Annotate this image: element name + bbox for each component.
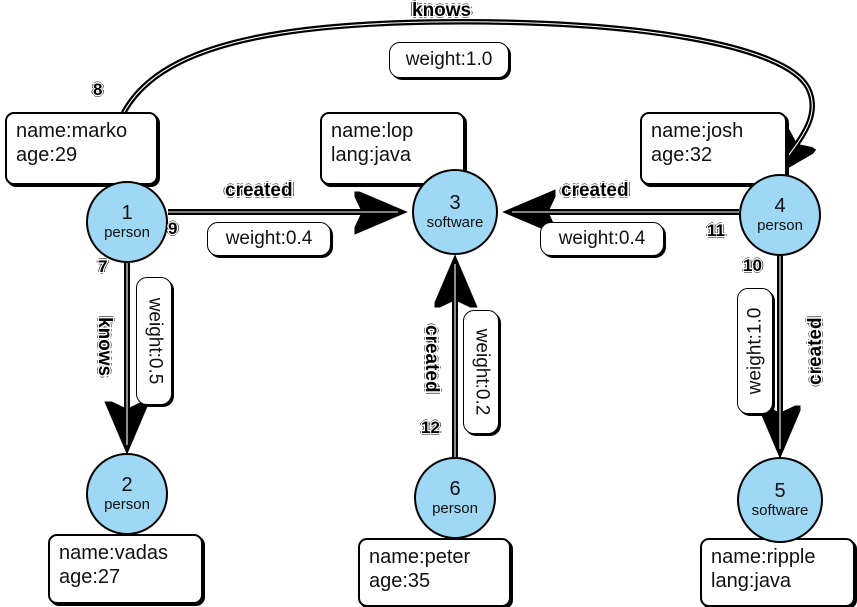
edge-weight-text: weight:0.2	[471, 328, 492, 416]
vertex-id: 2	[121, 474, 133, 497]
edge-label-knows-left: knows	[94, 317, 116, 377]
edge-id-8: 8	[93, 80, 103, 99]
edge-label-created-middle: created	[421, 325, 443, 393]
edge-id-10: 10	[743, 256, 762, 275]
edge-weight-text: weight:0.5	[144, 297, 165, 385]
edge-label-created-left: created	[225, 180, 293, 202]
vertex-3[interactable]: 3 software	[412, 169, 498, 255]
vertex-2[interactable]: 2 person	[86, 453, 168, 535]
property-box-vertex-6: name:peter age:35	[358, 538, 511, 607]
edge-weight-pill-12: weight:0.2	[463, 310, 499, 434]
edge-8-knows-path	[108, 19, 812, 186]
edge-weight-text: weight:1.0	[744, 307, 765, 395]
vertex-4[interactable]: 4 person	[739, 174, 821, 256]
edge-weight-pill-10: weight:1.0	[737, 288, 773, 414]
edge-weight-pill-11: weight:0.4	[540, 222, 664, 256]
edge-weight-pill-8: weight:1.0	[389, 42, 509, 78]
property-age: age:29	[16, 144, 78, 167]
edge-id-7: 7	[98, 257, 108, 276]
edge-weight-pill-9: weight:0.4	[207, 222, 331, 256]
property-lang: lang:java	[711, 570, 792, 593]
property-box-vertex-1: name:marko age:29	[5, 112, 158, 185]
property-age: age:35	[369, 570, 431, 593]
vertex-id: 3	[449, 192, 461, 215]
property-name: name:marko	[16, 120, 128, 142]
vertex-1[interactable]: 1 person	[86, 181, 168, 263]
vertex-label: person	[104, 223, 150, 241]
vertex-label: software	[751, 501, 809, 519]
vertex-label: person	[757, 216, 803, 234]
vertex-5[interactable]: 5 software	[737, 457, 823, 543]
vertex-label: person	[104, 495, 150, 513]
edge-id-12: 12	[421, 418, 440, 437]
vertex-id: 1	[121, 202, 133, 225]
edge-weight-text: weight:0.4	[225, 228, 313, 249]
vertex-id: 5	[774, 480, 786, 503]
vertex-6[interactable]: 6 person	[414, 457, 496, 539]
edge-id-11: 11	[707, 221, 725, 240]
vertex-id: 6	[449, 478, 461, 501]
edge-label-knows-top: knows	[412, 0, 472, 21]
edge-weight-text: weight:1.0	[405, 49, 493, 70]
edge-label-created-right: created	[561, 180, 629, 202]
property-name: name:ripple	[711, 546, 816, 568]
property-name: name:peter	[369, 546, 471, 568]
property-age: age:32	[651, 144, 713, 167]
vertex-label: person	[432, 499, 478, 517]
property-box-vertex-4: name:josh age:32	[640, 112, 787, 185]
property-name: name:vadas	[59, 542, 168, 564]
property-box-vertex-5: name:ripple lang:java	[700, 538, 855, 607]
vertex-id: 4	[774, 195, 786, 218]
edge-weight-text: weight:0.4	[558, 228, 646, 249]
property-name: name:josh	[651, 120, 744, 142]
edge-weight-pill-7: weight:0.5	[136, 277, 172, 405]
edge-id-9: 9	[168, 219, 178, 238]
property-name: name:lop	[331, 120, 414, 142]
edge-label-created-far-right: created	[805, 317, 827, 385]
property-lang: lang:java	[331, 144, 412, 167]
property-box-vertex-2: name:vadas age:27	[48, 534, 203, 604]
vertex-label: software	[426, 213, 484, 231]
property-age: age:27	[59, 566, 121, 589]
